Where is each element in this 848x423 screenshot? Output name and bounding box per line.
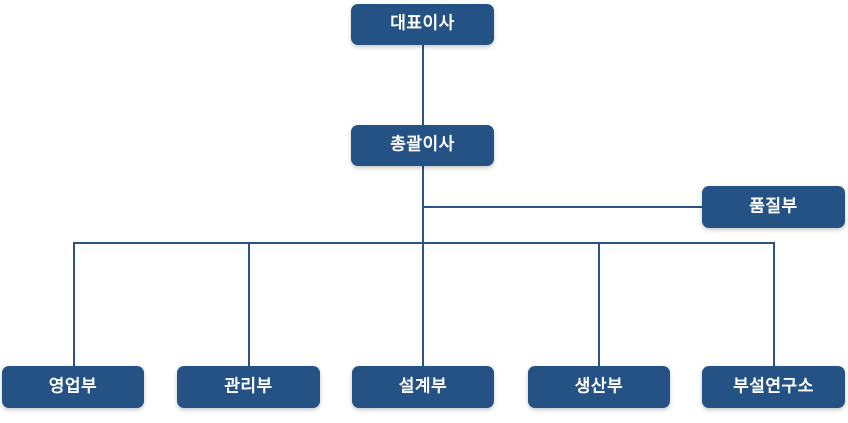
node-sales-dept-label: 영업부 [48,376,98,396]
node-design-dept[interactable]: 설계부 [352,366,494,408]
node-research-institute[interactable]: 부설연구소 [702,366,845,408]
connector-bus-to-design [422,242,424,366]
node-management-dept[interactable]: 관리부 [177,366,320,408]
connector-horizontal-bus [73,242,775,244]
node-general-manager-label: 총괄이사 [390,134,455,155]
node-production-dept[interactable]: 생산부 [528,366,670,408]
node-general-manager[interactable]: 총괄이사 [351,125,494,166]
connector-gm-spine [422,166,424,244]
connector-bus-to-management [248,242,250,366]
connector-bus-to-sales [73,242,75,366]
connector-gm-to-quality [422,206,702,208]
node-production-dept-label: 생산부 [574,376,624,396]
node-quality-dept[interactable]: 품질부 [702,186,845,228]
connector-bus-to-research [773,242,775,366]
connector-bus-to-production [598,242,600,366]
node-ceo-label: 대표이사 [390,13,455,34]
connector-ceo-to-gm [422,45,424,125]
node-design-dept-label: 설계부 [398,376,448,396]
node-management-dept-label: 관리부 [224,376,273,396]
node-ceo[interactable]: 대표이사 [351,4,494,45]
node-research-institute-label: 부설연구소 [733,376,814,396]
node-sales-dept[interactable]: 영업부 [2,366,144,408]
node-quality-dept-label: 품질부 [749,196,798,216]
